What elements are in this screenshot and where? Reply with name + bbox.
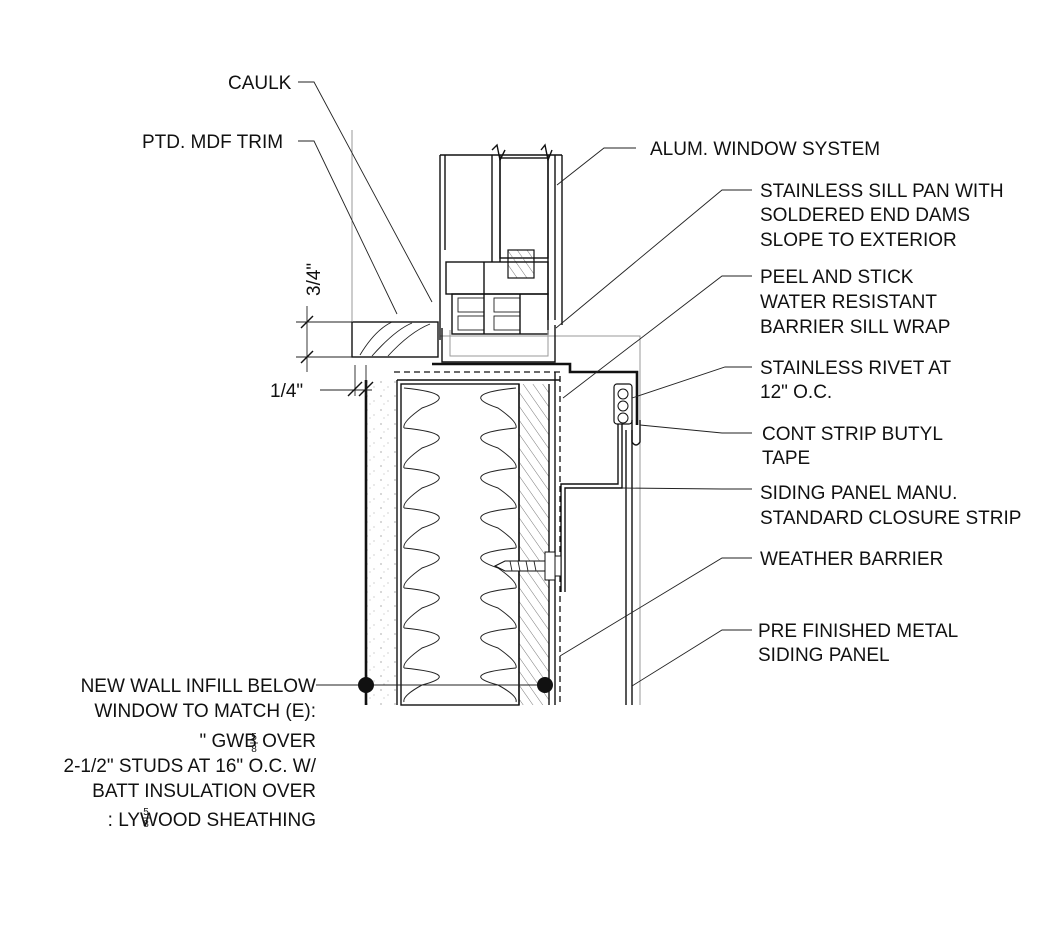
batt-insulation-waves [403, 387, 517, 703]
dim-text-offset: 1/4" [270, 381, 303, 402]
svg-text:SIDING PANEL: SIDING PANEL [758, 645, 890, 666]
label-wall-infill: NEW WALL INFILL BELOW WINDOW TO MATCH (E… [64, 676, 317, 831]
svg-text:STAINLESS SILL PAN WITH: STAINLESS SILL PAN WITH [760, 181, 1004, 202]
infill-marker-interior [358, 677, 374, 693]
label-weather-barrier: WEATHER BARRIER [760, 549, 943, 570]
svg-text:2-1/2" STUDS AT 16" O.C. W/: 2-1/2" STUDS AT 16" O.C. W/ [64, 756, 317, 777]
svg-text:BATT INSULATION OVER: BATT INSULATION OVER [92, 781, 316, 802]
svg-text:SIDING PANEL MANU.: SIDING PANEL MANU. [760, 483, 957, 504]
svg-text:CONT STRIP BUTYL: CONT STRIP BUTYL [762, 424, 943, 445]
label-butyl: CONT STRIP BUTYL TAPE [762, 424, 943, 469]
wall-assembly [363, 371, 561, 706]
label-trim: PTD. MDF TRIM [142, 132, 283, 153]
svg-text:STANDARD CLOSURE STRIP: STANDARD CLOSURE STRIP [760, 508, 1021, 529]
infill-marker-exterior [537, 677, 553, 693]
svg-text:12" O.C.: 12" O.C. [760, 382, 832, 403]
label-rivet: STAINLESS RIVET AT 12" O.C. [760, 358, 952, 403]
leader-lines [298, 81, 752, 687]
label-closure-strip: SIDING PANEL MANU. STANDARD CLOSURE STRI… [760, 483, 1021, 529]
svg-text:WINDOW TO MATCH (E):: WINDOW TO MATCH (E): [94, 701, 316, 722]
svg-text:SLOPE TO EXTERIOR: SLOPE TO EXTERIOR [760, 230, 957, 251]
dimension-trim-height [296, 306, 352, 372]
dim-text-trim-height: 3/4" [304, 263, 325, 296]
aluminum-window [439, 143, 563, 363]
batt-insulation [403, 387, 517, 703]
label-sill-wrap: PEEL AND STICK WATER RESISTANT BARRIER S… [760, 267, 950, 338]
svg-text:TAPE: TAPE [762, 448, 810, 469]
svg-text:BARRIER SILL WRAP: BARRIER SILL WRAP [760, 317, 950, 338]
svg-text:5: 5 [251, 732, 257, 743]
svg-text:SOLDERED END DAMS: SOLDERED END DAMS [760, 205, 970, 226]
svg-text:PEEL AND STICK: PEEL AND STICK [760, 267, 914, 288]
mdf-trim [351, 130, 439, 358]
dimension-offset [320, 365, 374, 397]
svg-text:STAINLESS RIVET AT: STAINLESS RIVET AT [760, 358, 952, 379]
screw-fastener [493, 551, 562, 581]
svg-text:: LYWOOD SHEATHING: : LYWOOD SHEATHING [108, 810, 316, 831]
label-sill-pan: STAINLESS SILL PAN WITH SOLDERED END DAM… [760, 181, 1004, 251]
svg-text:8: 8 [251, 744, 257, 755]
svg-text:PRE FINISHED METAL: PRE FINISHED METAL [758, 621, 958, 642]
svg-text:8: 8 [143, 819, 149, 830]
label-window: ALUM. WINDOW SYSTEM [650, 139, 880, 160]
svg-text:5: 5 [143, 807, 149, 818]
svg-text:NEW WALL INFILL BELOW: NEW WALL INFILL BELOW [81, 676, 316, 697]
metal-siding [432, 335, 641, 705]
label-caulk: CAULK [228, 73, 292, 94]
label-metal-panel: PRE FINISHED METAL SIDING PANEL [758, 621, 958, 666]
svg-text:WATER RESISTANT: WATER RESISTANT [760, 292, 937, 313]
svg-text:" GWB OVER: " GWB OVER [199, 731, 316, 752]
